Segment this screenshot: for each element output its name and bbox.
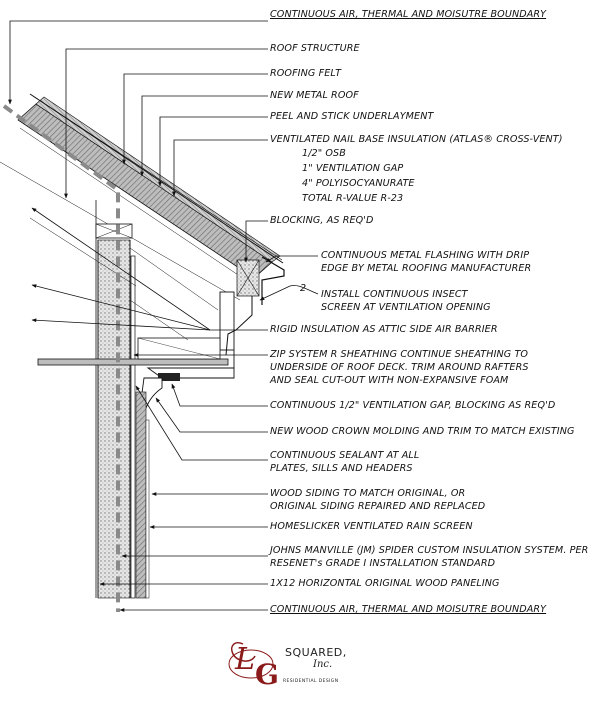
logo-inc: Inc. <box>313 659 333 670</box>
logo-tagline: RESIDENTIAL DESIGN <box>283 679 339 684</box>
logo-word: SQUARED, <box>285 646 347 659</box>
leader-metal-roof <box>140 95 268 177</box>
label-new-metal-roof: NEW METAL ROOF <box>270 90 359 101</box>
label-flashing-line1: CONTINUOUS METAL FLASHING WITH DRIP <box>321 250 530 261</box>
leader-roof-structure <box>64 48 268 199</box>
ceiling-joist <box>37 358 229 366</box>
stud-cavity-insulation <box>97 239 131 599</box>
label-blocking: BLOCKING, AS REQ'D <box>270 215 374 226</box>
label-jm-line2: RESENET's GRADE I INSTALLATION STANDARD <box>270 558 496 569</box>
leader-flashing <box>265 255 318 263</box>
label-zip-line3: AND SEAL CUT-OUT WITH NON-EXPANSIVE FOAM <box>270 375 509 386</box>
company-logo: L G SQUARED, Inc. RESIDENTIAL DESIGN <box>225 634 375 694</box>
label-flashing-line2: EDGE BY METAL ROOFING MANUFACTURER <box>321 263 532 274</box>
label-jm-line1: JOHNS MANVILLE (JM) SPIDER CUSTOM INSULA… <box>270 545 589 556</box>
roof-felt-line <box>32 95 283 261</box>
leader-sealant <box>135 385 268 461</box>
wood-siding <box>135 391 147 599</box>
zip-sheathing <box>130 255 136 599</box>
leader-boundary-top <box>8 20 268 105</box>
leader-blocking <box>244 220 268 263</box>
label-rigid: RIGID INSULATION AS ATTIC SIDE AIR BARRI… <box>270 324 498 335</box>
leader-crown <box>155 397 268 433</box>
detail-tag: 2 <box>300 283 307 294</box>
logo-monogram-l: L <box>235 642 255 677</box>
label-roof-structure: ROOF STRUCTURE <box>270 43 360 54</box>
label-homeslicker: HOMESLICKER VENTILATED RAIN SCREEN <box>270 521 473 532</box>
label-roofing-felt: ROOFING FELT <box>270 68 342 79</box>
label-nail-base-gap: 1" VENTILATION GAP <box>302 163 404 174</box>
roof-underside-line-2 <box>19 127 251 284</box>
wall-assembly <box>29 200 229 599</box>
leader-vent-gap <box>171 383 268 407</box>
label-zip-line1: ZIP SYSTEM R SHEATHING CONTINUE SHEATHIN… <box>270 349 529 360</box>
label-nail-base-rvalue: TOTAL R-VALUE R-23 <box>302 193 404 204</box>
roof-assembly <box>0 93 285 409</box>
label-insect-line2: SCREEN AT VENTILATION OPENING <box>321 302 491 313</box>
label-nail-base-polyiso: 4" POLYISOCYANURATE <box>302 178 415 189</box>
label-boundary-bottom: CONTINUOUS AIR, THERMAL AND MOISUTRE BOU… <box>270 604 547 615</box>
leader-nail-base <box>172 139 268 197</box>
label-sealant-line1: CONTINUOUS SEALANT AT ALL <box>270 450 420 461</box>
leader-insect-screen <box>259 285 319 301</box>
label-zip-line2: UNDERSIDE OF ROOF DECK. TRIM AROUND RAFT… <box>270 362 529 373</box>
rain-screen <box>145 419 150 599</box>
boundary-dashed-line <box>2 104 120 612</box>
label-nail-base-osb: 1/2" OSB <box>302 148 346 159</box>
continuous-boundary <box>2 104 120 612</box>
label-sealant-line2: PLATES, SILLS AND HEADERS <box>270 463 413 474</box>
fascia-board <box>219 291 235 351</box>
label-siding-line1: WOOD SIDING TO MATCH ORIGINAL, OR <box>270 488 466 499</box>
leader-peel-stick <box>158 116 268 187</box>
soffit-vent-block <box>158 373 180 381</box>
label-vent-gap: CONTINUOUS 1/2" VENTILATION GAP, BLOCKIN… <box>270 400 556 411</box>
label-paneling: 1X12 HORIZONTAL ORIGINAL WOOD PANELING <box>270 578 500 589</box>
label-nail-base: VENTILATED NAIL BASE INSULATION (ATLAS® … <box>270 134 563 145</box>
drip-edge-flashing <box>261 256 285 305</box>
leader-lines <box>8 20 319 612</box>
leader-roofing-felt <box>122 73 268 165</box>
label-peel-stick: PEEL AND STICK UNDERLAYMENT <box>270 111 434 122</box>
label-boundary-top: CONTINUOUS AIR, THERMAL AND MOISUTRE BOU… <box>270 9 547 20</box>
roof-rafter <box>17 103 273 279</box>
metal-roof-line <box>29 93 284 264</box>
label-insect-line1: INSTALL CONTINUOUS INSECT <box>321 289 468 300</box>
logo-mark <box>228 642 274 679</box>
label-siding-line2: ORIGINAL SIDING REPAIRED AND REPLACED <box>270 501 486 512</box>
logo-monogram-g: G <box>255 658 279 691</box>
label-crown: NEW WOOD CROWN MOLDING AND TRIM TO MATCH… <box>270 426 575 437</box>
